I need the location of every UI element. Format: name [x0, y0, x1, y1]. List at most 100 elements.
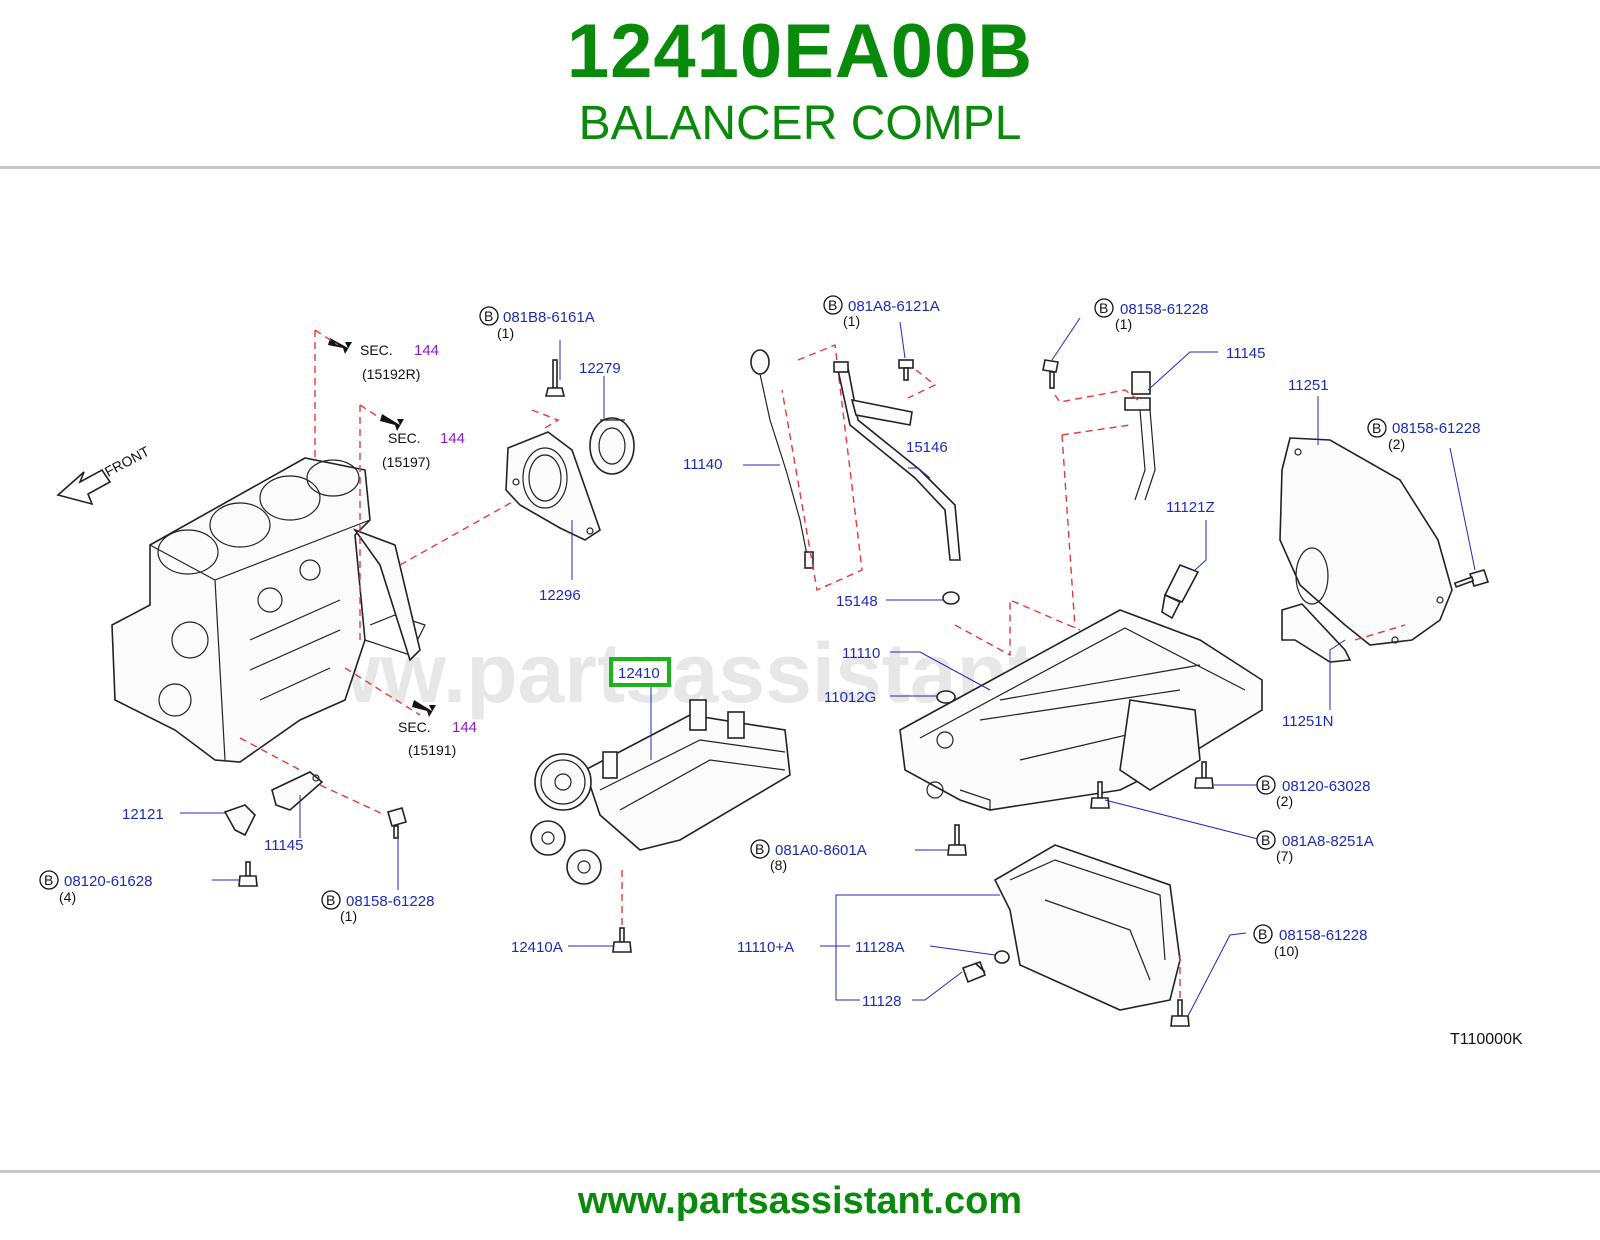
part-label-08120-61628[interactable]: B 08120-61628 (4) [39, 870, 152, 905]
part-label-11121Z[interactable]: 11121Z [1166, 499, 1215, 516]
part-number-text[interactable]: 08158-61228 [1120, 301, 1208, 318]
oil-level-gauge-guide-drawing [833, 361, 961, 561]
section-ref-part: (15197) [382, 454, 430, 470]
section-ref-15191[interactable]: SEC. 144 (15191) [398, 700, 477, 758]
section-ref-15192R[interactable]: SEC. 144 (15192R) [328, 338, 439, 382]
page-header: 12410EA00B BALANCER COMPL [0, 0, 1600, 168]
part-label-11012G[interactable]: 11012G [824, 689, 876, 706]
guide-line [359, 404, 381, 640]
rear-plate-11251-drawing [1279, 437, 1453, 646]
bolt-08158-61228-right-drawing [1453, 569, 1490, 588]
part-label-08158-61228-top[interactable]: B 08158-61228 (1) [1094, 298, 1208, 332]
part-label-15148[interactable]: 15148 [836, 593, 878, 610]
part-label-081A0-8601A[interactable]: B 081A0-8601A (8) [750, 839, 867, 873]
balancer-assembly-drawing [530, 699, 791, 885]
footer-divider [0, 1170, 1600, 1173]
section-ref-part: (15192R) [362, 366, 420, 382]
oring-15148-drawing [942, 591, 960, 605]
rear-oil-seal-retainer-drawing [505, 431, 601, 541]
guide-line [907, 369, 937, 399]
part-number-text[interactable]: 08120-63028 [1282, 778, 1370, 795]
part-number-text[interactable]: 081A0-8601A [775, 842, 867, 859]
section-ref-number[interactable]: 144 [414, 342, 439, 359]
bolt-badge: B [1261, 832, 1270, 848]
part-label-11110[interactable]: 11110 [842, 645, 880, 662]
part-label-12279[interactable]: 12279 [579, 360, 621, 377]
oil-level-gauge-drawing [750, 349, 814, 569]
part-label-11251N[interactable]: 11251N [1282, 713, 1333, 730]
leader-lines [180, 317, 1476, 1017]
part-label-08158-61228-bottom-right[interactable]: B 08158-61228 (10) [1253, 924, 1367, 959]
guide-line [1061, 424, 1131, 629]
part-label-12296[interactable]: 12296 [539, 587, 581, 604]
part-number-title: 12410EA00B [566, 9, 1034, 94]
header-divider [0, 166, 1600, 169]
part-label-08158-61228-right[interactable]: B 08158-61228 (2) [1367, 418, 1480, 452]
guide-line [781, 344, 863, 592]
part-number-text[interactable]: 081A8-8251A [1282, 833, 1374, 850]
part-label-11140[interactable]: 11140 [683, 456, 723, 473]
part-quantity: (7) [1276, 848, 1293, 864]
part-label-081B8-6161A[interactable]: B 081B8-6161A (1) [479, 306, 595, 341]
part-quantity: (4) [59, 889, 76, 905]
footer-website-link[interactable]: www.partsassistant.com [577, 1180, 1023, 1222]
pipe-11145-lower-drawing [271, 771, 324, 811]
part-label-15146[interactable]: 15146 [906, 439, 948, 456]
guide-line [531, 409, 560, 429]
bolt-badge: B [44, 872, 53, 888]
bolt-08158-61228-bottom-drawing [1170, 999, 1190, 1027]
part-number-text[interactable]: 08120-61628 [64, 873, 152, 890]
engine-block-drawing [111, 457, 426, 763]
guide-line [1054, 389, 1139, 403]
part-number-text[interactable]: 081B8-6161A [503, 309, 595, 326]
part-label-11110A[interactable]: 11110+A [737, 939, 794, 956]
part-label-11251[interactable]: 11251 [1288, 377, 1329, 394]
part-quantity: (2) [1388, 436, 1405, 452]
part-number-text[interactable]: 08158-61228 [346, 893, 434, 910]
drain-plug-11128-drawing [961, 960, 987, 984]
guide-line [314, 329, 339, 460]
guide-line [1354, 624, 1406, 641]
bolt-08158-61228-lower-drawing [387, 807, 407, 839]
part-number-text[interactable]: 081A8-6121A [848, 298, 940, 315]
part-quantity: (8) [770, 857, 787, 873]
part-label-11128A[interactable]: 11128A [855, 939, 905, 956]
part-label-08158-61228-lower[interactable]: B 08158-61228 (1) [321, 890, 434, 924]
part-quantity: (1) [1115, 316, 1132, 332]
section-ref-sec: SEC. [398, 719, 431, 735]
section-ref-number[interactable]: 144 [440, 430, 465, 447]
part-quantity: (1) [497, 325, 514, 341]
oil-pan-upper-drawing [899, 609, 1263, 811]
bolt-08120-63028-drawing [1194, 761, 1214, 789]
bolt-badge: B [755, 841, 764, 857]
part-label-08120-63028[interactable]: B 08120-63028 (2) [1256, 775, 1370, 809]
section-ref-15197[interactable]: SEC. 144 (15197) [380, 414, 465, 470]
part-number-text[interactable]: 08158-61228 [1392, 420, 1480, 437]
part-label-12410A[interactable]: 12410A [511, 939, 563, 956]
bolt-badge: B [1099, 300, 1108, 316]
part-number-text[interactable]: 08158-61228 [1279, 927, 1367, 944]
part-label-11128[interactable]: 11128 [862, 993, 902, 1010]
part-number-text[interactable]: 12410 [618, 665, 660, 682]
part-quantity: (1) [340, 908, 357, 924]
part-label-11145-lower[interactable]: 11145 [264, 837, 304, 854]
section-ref-number[interactable]: 144 [452, 719, 477, 736]
diagram-code: T110000K [1450, 1031, 1523, 1048]
bolt-081A0-8601A-drawing [947, 824, 967, 856]
front-direction-indicator: FRONT [56, 443, 152, 506]
part-label-081A8-6121A[interactable]: B 081A8-6121A (1) [823, 295, 940, 329]
guide-line [344, 667, 421, 716]
part-label-12410-highlighted[interactable]: 12410 [609, 657, 671, 687]
bolt-badge: B [1261, 777, 1270, 793]
oring-11012G-drawing [936, 690, 956, 704]
part-quantity: (10) [1274, 943, 1299, 959]
bolt-badge: B [1372, 420, 1381, 436]
sealant-tube-11121Z-drawing [1161, 563, 1200, 620]
part-label-081A8-8251A[interactable]: B 081A8-8251A (7) [1256, 830, 1374, 864]
bracket-12121-drawing [223, 804, 256, 837]
bolt-08120-61628-drawing [238, 861, 258, 887]
part-label-12121[interactable]: 12121 [122, 806, 164, 823]
bolt-badge: B [828, 297, 837, 313]
front-label: FRONT [102, 443, 152, 480]
part-label-11145-top[interactable]: 11145 [1226, 345, 1266, 362]
